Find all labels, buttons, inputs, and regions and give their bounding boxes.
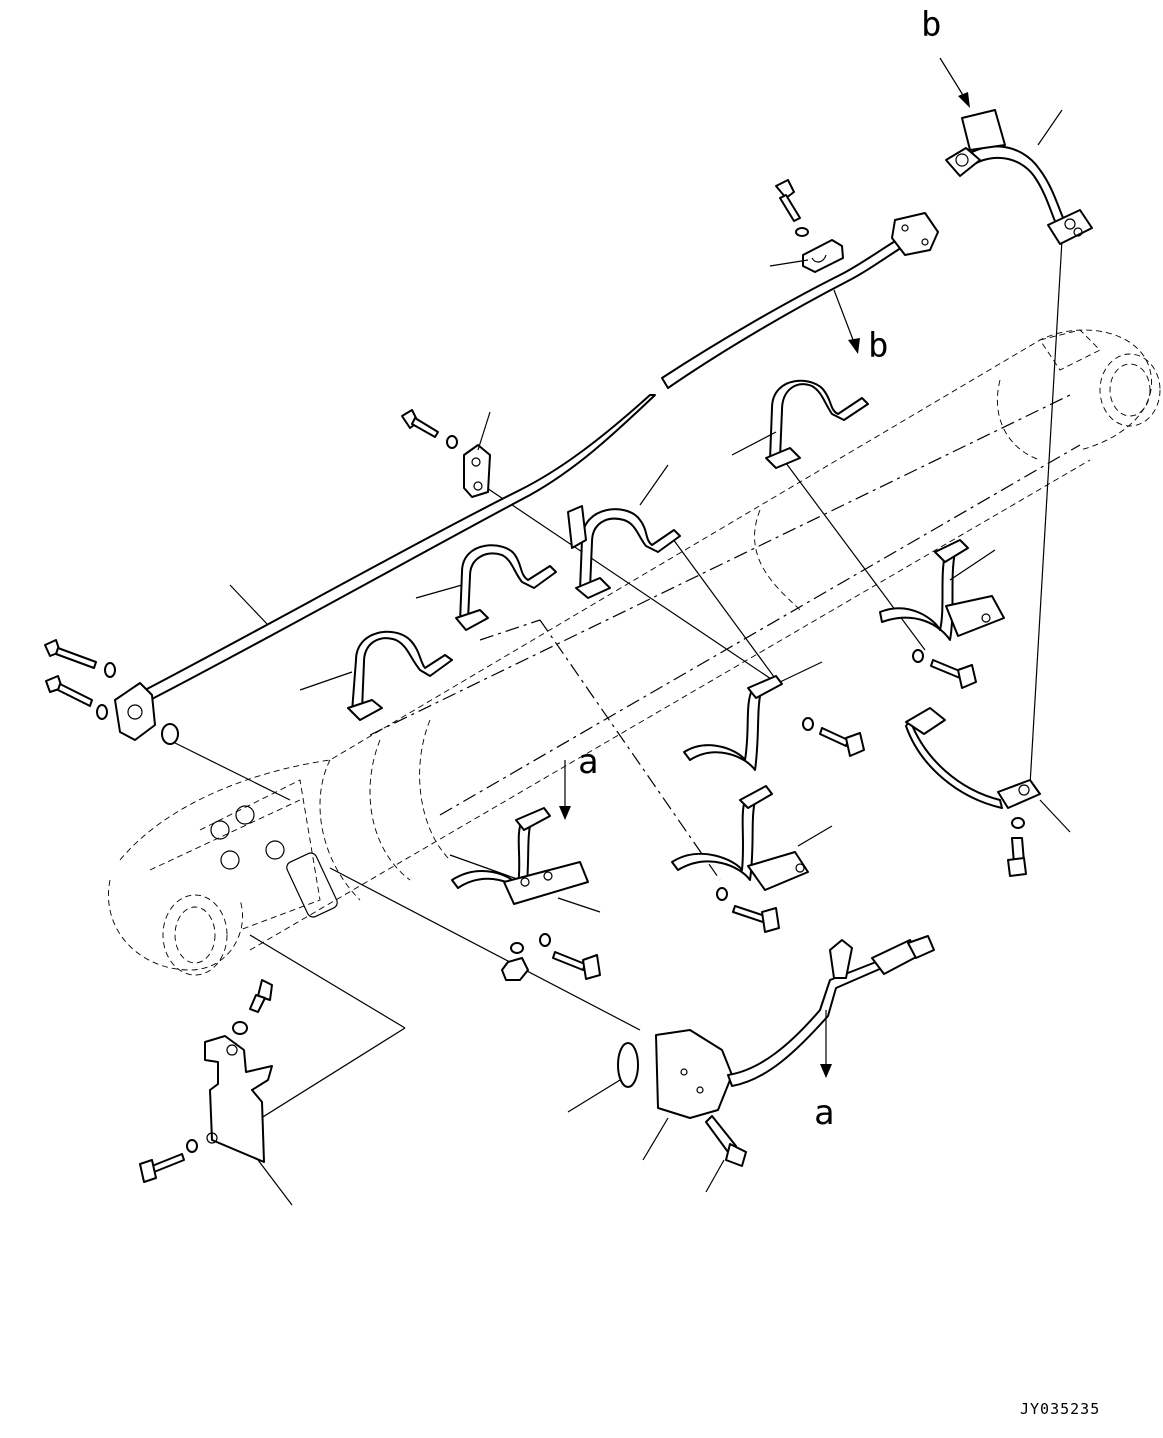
clamp-band-5 (945, 109, 1093, 245)
centerlines (164, 239, 1081, 1126)
clamp-band-10 (451, 807, 589, 905)
clamp-band-7 (905, 707, 1041, 809)
hydraulic-cylinder (108, 329, 1161, 976)
callout-a-middle: a (578, 742, 598, 782)
fastener-set (44, 179, 1027, 1183)
callout-arrows (559, 57, 970, 1078)
clamp-band-6 (879, 539, 1005, 641)
clamp-band-8 (683, 675, 783, 771)
leader-lines (229, 109, 1071, 1206)
callout-b-top: b (921, 5, 941, 45)
hydraulic-tube (114, 212, 939, 745)
clamp-band-9 (671, 785, 809, 891)
clamp-band-1 (347, 630, 453, 721)
sensor-assembly (617, 935, 935, 1167)
tube-clamp-upper (802, 239, 844, 273)
clamp-band-2 (455, 544, 557, 631)
clamp-band-4 (765, 379, 869, 469)
callout-a-bottom: a (814, 1093, 834, 1133)
mounting-bracket (204, 1035, 273, 1163)
tube-clamp-middle (463, 444, 491, 498)
drawing-code: JY035235 (1020, 1400, 1100, 1418)
clamp-band-3 (567, 505, 681, 599)
callout-b-middle: b (868, 326, 888, 366)
